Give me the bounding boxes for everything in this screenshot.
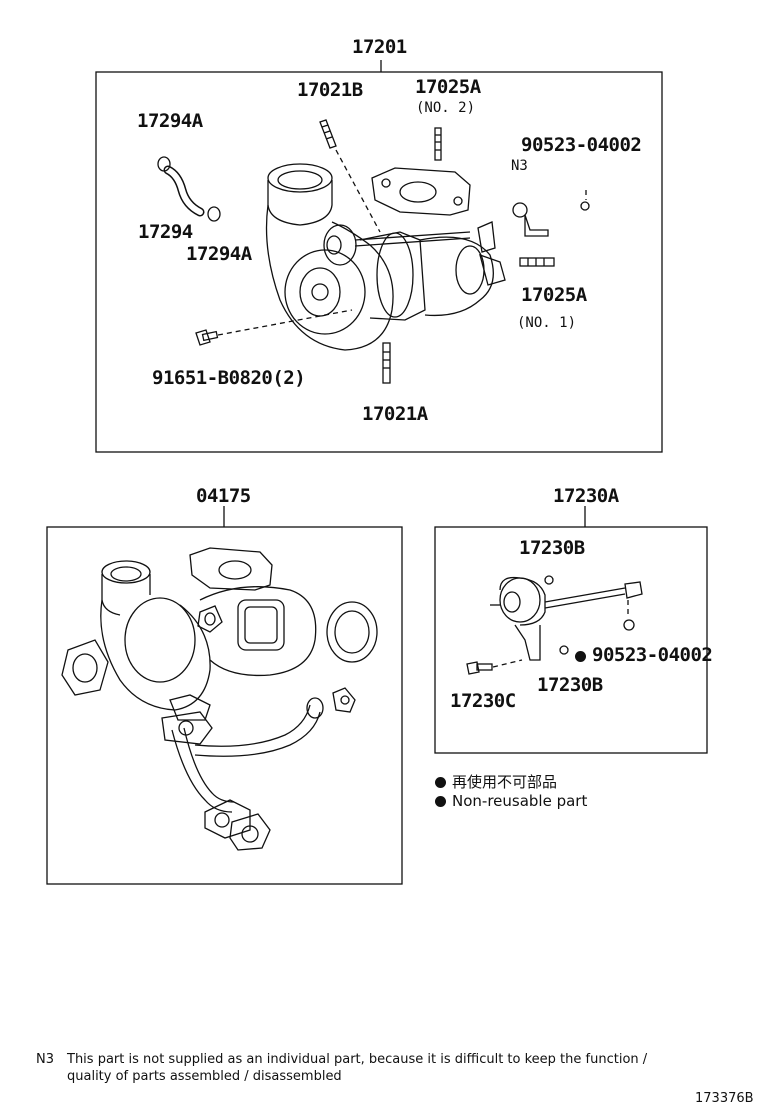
legend-jp-text: 再使用不可部品: [452, 773, 558, 791]
label-90523-04002-actuator-text: 90523-04002: [592, 644, 713, 666]
studs-drawing: [319, 119, 555, 384]
figure-id: 173376B: [695, 1091, 754, 1106]
non-reusable-dot-icon: [435, 796, 446, 807]
label-no1: (NO. 1): [517, 315, 577, 331]
label-17025a-no2: 17025A: [415, 76, 481, 98]
label-17230c: 17230C: [450, 690, 516, 712]
non-reusable-dot-icon: [575, 651, 586, 662]
label-17294a-top: 17294A: [137, 110, 203, 132]
label-91651-b0820: 91651-B0820(2): [152, 367, 306, 389]
label-17294: 17294: [138, 221, 193, 243]
legend-en: Non-reusable part: [435, 792, 587, 810]
gasket-kit-frame: [46, 526, 403, 885]
label-17201: 17201: [352, 36, 407, 58]
actuator-frame: [434, 526, 708, 754]
legend-en-text: Non-reusable part: [452, 792, 588, 810]
label-17230a: 17230A: [553, 485, 619, 507]
label-17230b-bottom: 17230B: [537, 674, 603, 696]
non-reusable-dot-icon: [435, 777, 446, 788]
footnote-line2: quality of parts assembled / disassemble…: [67, 1069, 342, 1084]
label-17025a-no1: 17025A: [521, 284, 587, 306]
turbocharger-drawing: [265, 163, 506, 351]
label-17021b: 17021B: [297, 79, 363, 101]
label-17294a-bottom: 17294A: [186, 243, 252, 265]
legend-jp: 再使用不可部品: [435, 771, 557, 792]
label-no2: (NO. 2): [416, 100, 476, 116]
label-90523-04002-top: 90523-04002: [521, 134, 642, 156]
label-17230b-top: 17230B: [519, 537, 585, 559]
bolt-drawing: [195, 329, 219, 346]
label-04175: 04175: [196, 485, 251, 507]
actuator-drawing: [466, 575, 643, 675]
label-17021a: 17021A: [362, 403, 428, 425]
label-n3-tag: N3: [511, 158, 528, 174]
footnote-line1: This part is not supplied as an individu…: [67, 1052, 648, 1067]
label-90523-04002-actuator: 90523-04002: [575, 644, 713, 666]
hose-drawing: [157, 156, 221, 222]
turbo-assembly-frame: [95, 71, 663, 453]
footnote-tag: N3: [36, 1052, 54, 1067]
n3-bracket-drawing: [512, 201, 590, 237]
gasket-kit-drawing: [61, 547, 378, 851]
